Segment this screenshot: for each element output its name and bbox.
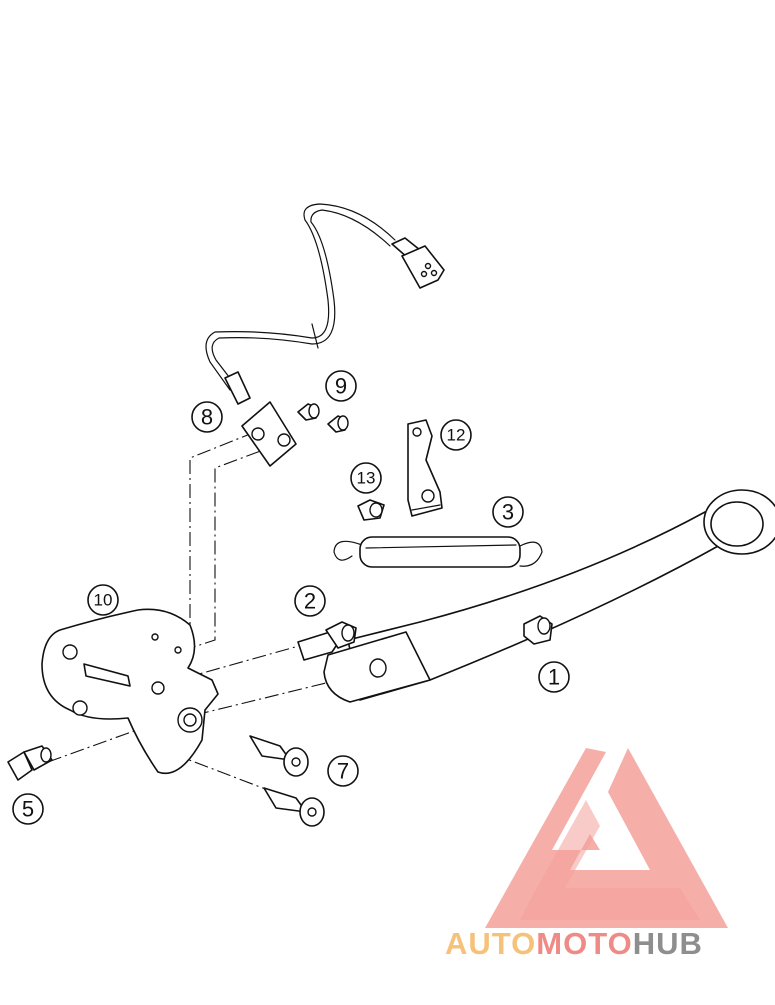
svg-text:10: 10 xyxy=(94,591,113,610)
automotohub-logo-icon xyxy=(485,748,728,928)
side-stand-leg xyxy=(323,489,775,703)
watermark-moto: MOTO xyxy=(536,926,632,961)
side-stand-sensor-cable xyxy=(205,203,445,467)
return-spring xyxy=(333,536,543,568)
watermark-hub: HUB xyxy=(633,926,703,961)
sensor-screws xyxy=(297,403,349,433)
callout-1: 1 xyxy=(538,661,570,693)
callout-13: 13 xyxy=(350,462,382,494)
callout-8: 8 xyxy=(191,401,223,433)
watermark-text: AUTOMOTOHUB xyxy=(445,926,703,961)
bracket-pin xyxy=(357,499,385,521)
callout-3: 3 xyxy=(492,496,524,528)
svg-text:12: 12 xyxy=(447,426,466,445)
svg-text:7: 7 xyxy=(337,759,349,784)
spring-bracket xyxy=(407,419,443,517)
svg-text:5: 5 xyxy=(22,797,34,822)
pivot-bolt xyxy=(7,745,53,781)
svg-text:9: 9 xyxy=(335,374,347,399)
watermark-auto: AUTO xyxy=(445,926,536,961)
svg-text:13: 13 xyxy=(357,469,376,488)
stand-bolts xyxy=(249,735,325,827)
stand-mounting-bracket xyxy=(41,608,219,774)
callout-9: 9 xyxy=(325,370,357,402)
callout-12: 12 xyxy=(440,419,472,451)
callout-10: 10 xyxy=(87,584,119,616)
callout-7: 7 xyxy=(327,755,359,787)
svg-text:2: 2 xyxy=(304,589,316,614)
svg-text:1: 1 xyxy=(548,665,560,690)
stand-stud xyxy=(297,621,357,661)
svg-text:8: 8 xyxy=(201,405,213,430)
automotohub-watermark: AUTOMOTOHUB xyxy=(445,926,703,961)
svg-text:3: 3 xyxy=(502,500,514,525)
callout-5: 5 xyxy=(12,793,44,825)
callout-2: 2 xyxy=(294,585,326,617)
